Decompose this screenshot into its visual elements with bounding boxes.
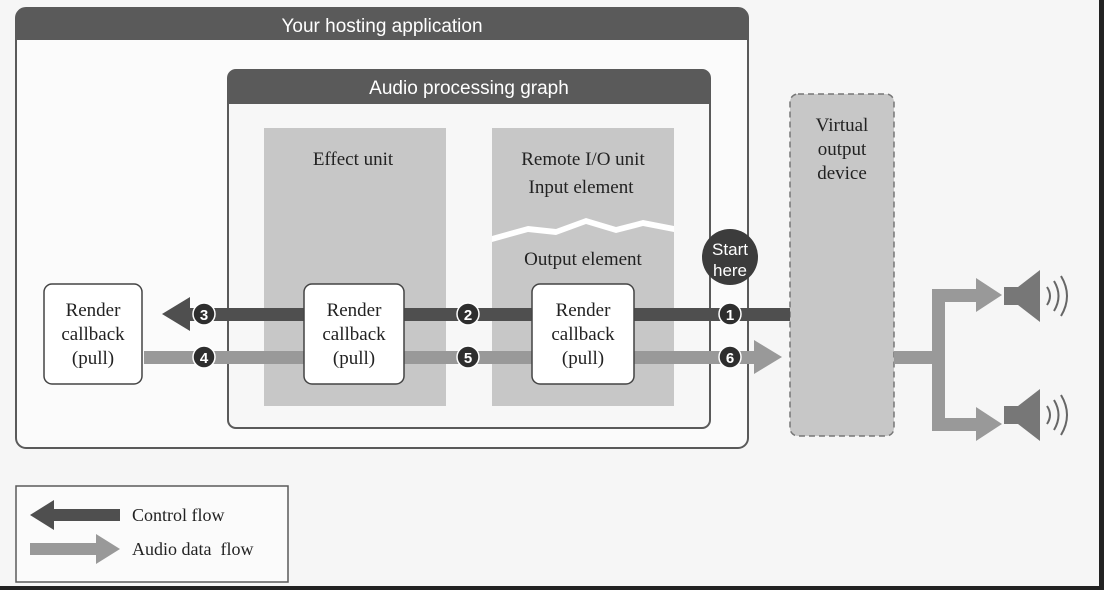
speaker-icon-top — [1004, 270, 1068, 322]
virtual-output-device: Virtual output device — [789, 93, 895, 437]
remote-io-tear-line — [492, 218, 674, 242]
audio-processing-graph-title: Audio processing graph — [369, 78, 569, 99]
render-callback-line3: (pull) — [333, 348, 375, 369]
render-callback-line2: callback — [61, 324, 125, 345]
speaker-split-arrows — [894, 278, 1002, 441]
remote-io-output-element-label: Output element — [524, 249, 642, 270]
hosting-application-title: Your hosting application — [281, 16, 482, 37]
start-here-badge: Start here — [702, 229, 758, 285]
legend-control-flow-arrow — [30, 500, 120, 530]
render-callback-line1: Render — [556, 300, 612, 321]
virtual-device-label-line3: device — [817, 163, 867, 184]
legend-control-flow-label: Control flow — [132, 505, 225, 525]
step-marker-5: 5 — [456, 345, 480, 369]
virtual-device-label-line1: Virtual — [816, 115, 869, 136]
virtual-device-label-line2: output — [818, 139, 867, 160]
legend-audio-flow-arrow — [30, 534, 120, 564]
step-number: 2 — [464, 307, 472, 324]
step-marker-2: 2 — [456, 302, 480, 326]
render-callback-host: Render callback (pull) — [43, 283, 143, 385]
effect-unit-title: Effect unit — [313, 149, 394, 170]
step-number: 6 — [726, 350, 734, 367]
render-callback-line1: Render — [327, 300, 383, 321]
render-callback-remote-io: Render callback (pull) — [531, 283, 635, 385]
speaker-icon-bottom — [1004, 389, 1068, 441]
legend-audio-flow-label: Audio data flow — [132, 539, 253, 559]
step-marker-1: 1 — [718, 302, 742, 326]
render-callback-line3: (pull) — [72, 348, 114, 369]
step-number: 3 — [200, 307, 208, 324]
legend: Control flow Audio data flow — [15, 485, 289, 583]
page-border-bottom — [0, 586, 1104, 590]
step-number: 4 — [200, 350, 209, 367]
remote-io-input-element-label: Input element — [529, 177, 635, 198]
step-marker-4: 4 — [192, 345, 216, 369]
render-callback-line2: callback — [322, 324, 386, 345]
render-callback-line2: callback — [551, 324, 615, 345]
step-marker-3: 3 — [192, 302, 216, 326]
step-number: 1 — [726, 307, 734, 324]
step-number: 5 — [464, 350, 472, 367]
control-flow-arrowhead — [162, 297, 190, 331]
step-marker-6: 6 — [718, 345, 742, 369]
render-callback-line1: Render — [66, 300, 122, 321]
render-callback-effect: Render callback (pull) — [303, 283, 405, 385]
render-callback-line3: (pull) — [562, 348, 604, 369]
page-border-right — [1099, 0, 1104, 590]
audio-flow-arrowhead — [754, 340, 782, 374]
remote-io-unit-title: Remote I/O unit — [521, 149, 645, 170]
start-here-line1: Start — [712, 240, 748, 259]
start-here-line2: here — [713, 261, 747, 280]
